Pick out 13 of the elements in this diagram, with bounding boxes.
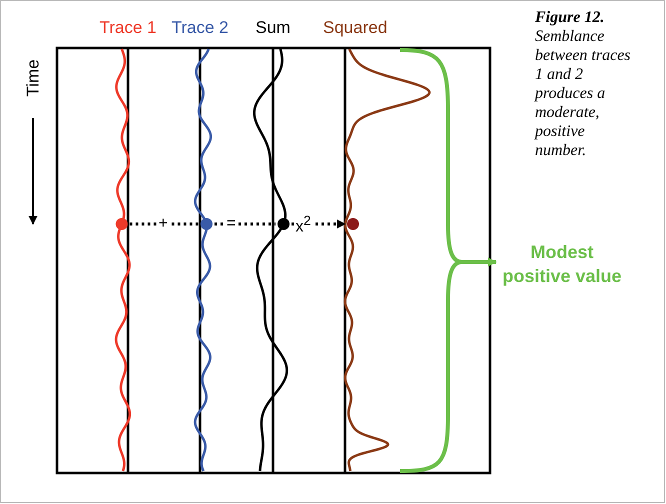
- axis-label: Time: [23, 59, 44, 97]
- trace-label: Sum: [256, 18, 290, 38]
- arrow: [462, 258, 497, 266]
- sample-point: [200, 218, 213, 230]
- trace-label: Squared: [323, 18, 388, 38]
- figure-caption: Figure 12. Semblance between traces 1 and 2 produces a moderate, positive number.: [535, 8, 632, 160]
- result-label: Modest positive value: [501, 241, 623, 288]
- sample-point: [278, 218, 290, 230]
- curly-brace: [400, 48, 464, 473]
- trace-label: Trace 2: [172, 18, 229, 38]
- sample-point: [116, 218, 128, 230]
- trace-label: Trace 1: [100, 18, 157, 38]
- sample-point: [347, 218, 359, 230]
